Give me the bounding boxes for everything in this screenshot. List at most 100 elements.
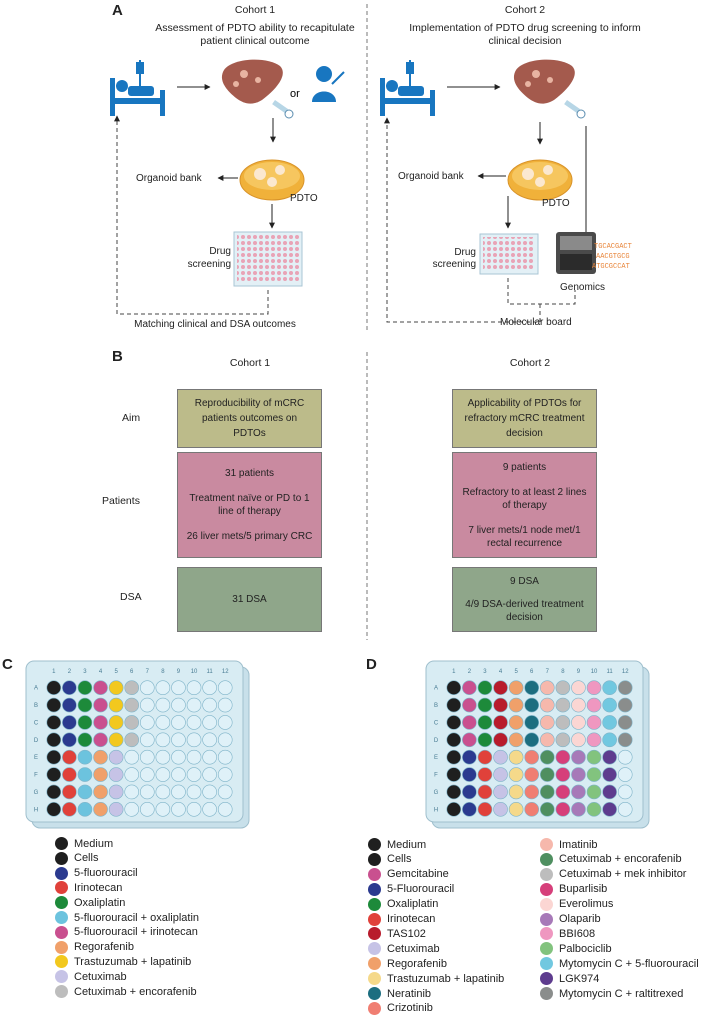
plate-c-well (202, 715, 217, 730)
d2-legend-swatch (540, 897, 553, 911)
plate-d-well (617, 732, 633, 748)
plate-d-well (477, 680, 493, 695)
c-legend-label: Cetuximab (74, 970, 127, 983)
c-legend-label: Regorafenib (74, 941, 134, 954)
plate-d-col-number: 12 (622, 669, 629, 675)
plate-d-well (617, 802, 633, 817)
d-legend-item: Neratinib (368, 987, 431, 1000)
plate-c-col-number: 2 (68, 669, 72, 675)
plate-d-well (540, 680, 555, 695)
plate-d-well (462, 680, 477, 695)
plate-c-well (217, 680, 233, 695)
svg-text:TGCACGACT: TGCACGACT (594, 243, 632, 251)
plate-d-col-number: 1 (452, 669, 456, 675)
c-legend-item: 5-fluorouracil (55, 866, 138, 880)
plate-d-well (555, 749, 571, 765)
plate-c-col-number: 11 (207, 669, 214, 675)
plate-d-col-number: 7 (546, 669, 550, 675)
plate-d-row-letter: A (434, 686, 438, 692)
c-legend-item: Irinotecan (55, 881, 122, 895)
plate-d-well (524, 784, 540, 800)
plate-d-well (586, 680, 602, 695)
plate-c-well (217, 749, 233, 765)
d2-legend-label: BBI608 (559, 927, 596, 940)
plate-d-well (462, 784, 477, 800)
d-legend-label: Medium (387, 838, 427, 851)
plate-c-well (217, 732, 233, 748)
plate-d-well (446, 802, 462, 817)
plate-c-well (217, 784, 233, 800)
d2-legend-item: Buparlisib (540, 882, 607, 896)
d-legend-label: Trastuzumab + lapatinib (387, 972, 505, 985)
c2-patients-2: of therapy (502, 499, 547, 511)
plate-d-well (602, 802, 617, 817)
plate-d-well (508, 715, 524, 730)
plate-c-row-letter: F (34, 773, 38, 779)
plate-d-well (462, 802, 477, 817)
d-legend-swatch (368, 852, 381, 866)
plate-d-well (446, 749, 462, 765)
c-legend-swatch (55, 955, 68, 969)
patient-bed-icon-2 (380, 60, 435, 116)
surgeon-icon (312, 66, 345, 102)
c2-aim-3: decision (506, 428, 543, 439)
cohort1-dsa-box: 31 DSA (177, 567, 322, 632)
plate-d-well (493, 715, 508, 730)
plate-d-row-letter: B (434, 703, 438, 709)
pdto-label-1: PDTO (290, 193, 318, 204)
plate-d-well (586, 767, 602, 782)
d-legend-label: 5-Fluorouracil (387, 883, 455, 896)
plate-c-well (93, 732, 108, 748)
plate-d-well (446, 767, 462, 782)
c-legend-swatch (55, 970, 68, 984)
plate-c-well (124, 802, 139, 817)
plate-d-well (540, 802, 555, 817)
plate-d-well (524, 697, 540, 713)
cohort1-subtitle-1: Assessment of PDTO ability to recapitula… (155, 22, 355, 34)
plate-c-col-number: 9 (177, 669, 181, 675)
cohort2-dsa-box: 9 DSA 4/9 DSA-derived treatment decision (452, 567, 597, 632)
svg-text:AACGTGCG: AACGTGCG (596, 253, 630, 261)
plate-c-well (140, 732, 155, 748)
plate-d-row-letter: C (434, 720, 439, 726)
plate-d-well (555, 802, 571, 817)
plate-d-well (446, 680, 462, 695)
d2-legend-item: Mytomycin C + raltitrexed (540, 987, 683, 1000)
plate-c-well (124, 715, 139, 730)
plate-d-well (540, 697, 555, 713)
plate-d-well (508, 802, 524, 817)
d-legend-swatch (368, 972, 381, 986)
plate-d-well (571, 784, 586, 800)
panel-b-letter: B (112, 348, 123, 365)
d-legend-swatch (368, 838, 381, 851)
plate-c-well (140, 802, 155, 817)
or-text: or (290, 88, 300, 100)
plate-c-col-number: 4 (99, 669, 103, 675)
plate-c-well (202, 784, 217, 800)
d-legend-swatch (368, 897, 381, 911)
c-legend-label: Cetuximab + encorafenib (74, 985, 197, 998)
plate-c-well (108, 767, 124, 782)
plate-d-well (555, 767, 571, 782)
sequencer-icon: TGCACGACT AACGTGCG ATGCGCCAT (556, 232, 632, 274)
plate-d-well (508, 732, 524, 748)
d-legend-swatch (368, 957, 381, 971)
plate-d-well (602, 680, 617, 695)
plate-c-row-letter: H (34, 807, 38, 813)
c-legend-swatch (55, 851, 68, 865)
plate-c-well (124, 767, 139, 782)
plate-d-well (493, 680, 508, 695)
plate-c-well (171, 697, 186, 713)
d-legend-label: Regorafenib (387, 957, 447, 970)
plate-c-well (93, 697, 108, 713)
plate-c-col-number: 3 (83, 669, 87, 675)
plate-d-well (477, 767, 493, 782)
plate-d-well (617, 715, 633, 730)
c-legend-label: 5-fluorouracil (74, 867, 138, 880)
plate-d-well (540, 749, 555, 765)
plate-c-well (46, 715, 62, 730)
syringe-icon (272, 100, 294, 119)
row-label-aim: Aim (122, 412, 141, 424)
c-legend-item: 5-fluorouracil + irinotecan (55, 925, 198, 939)
d-legend-item: Oxaliplatin (368, 897, 438, 911)
